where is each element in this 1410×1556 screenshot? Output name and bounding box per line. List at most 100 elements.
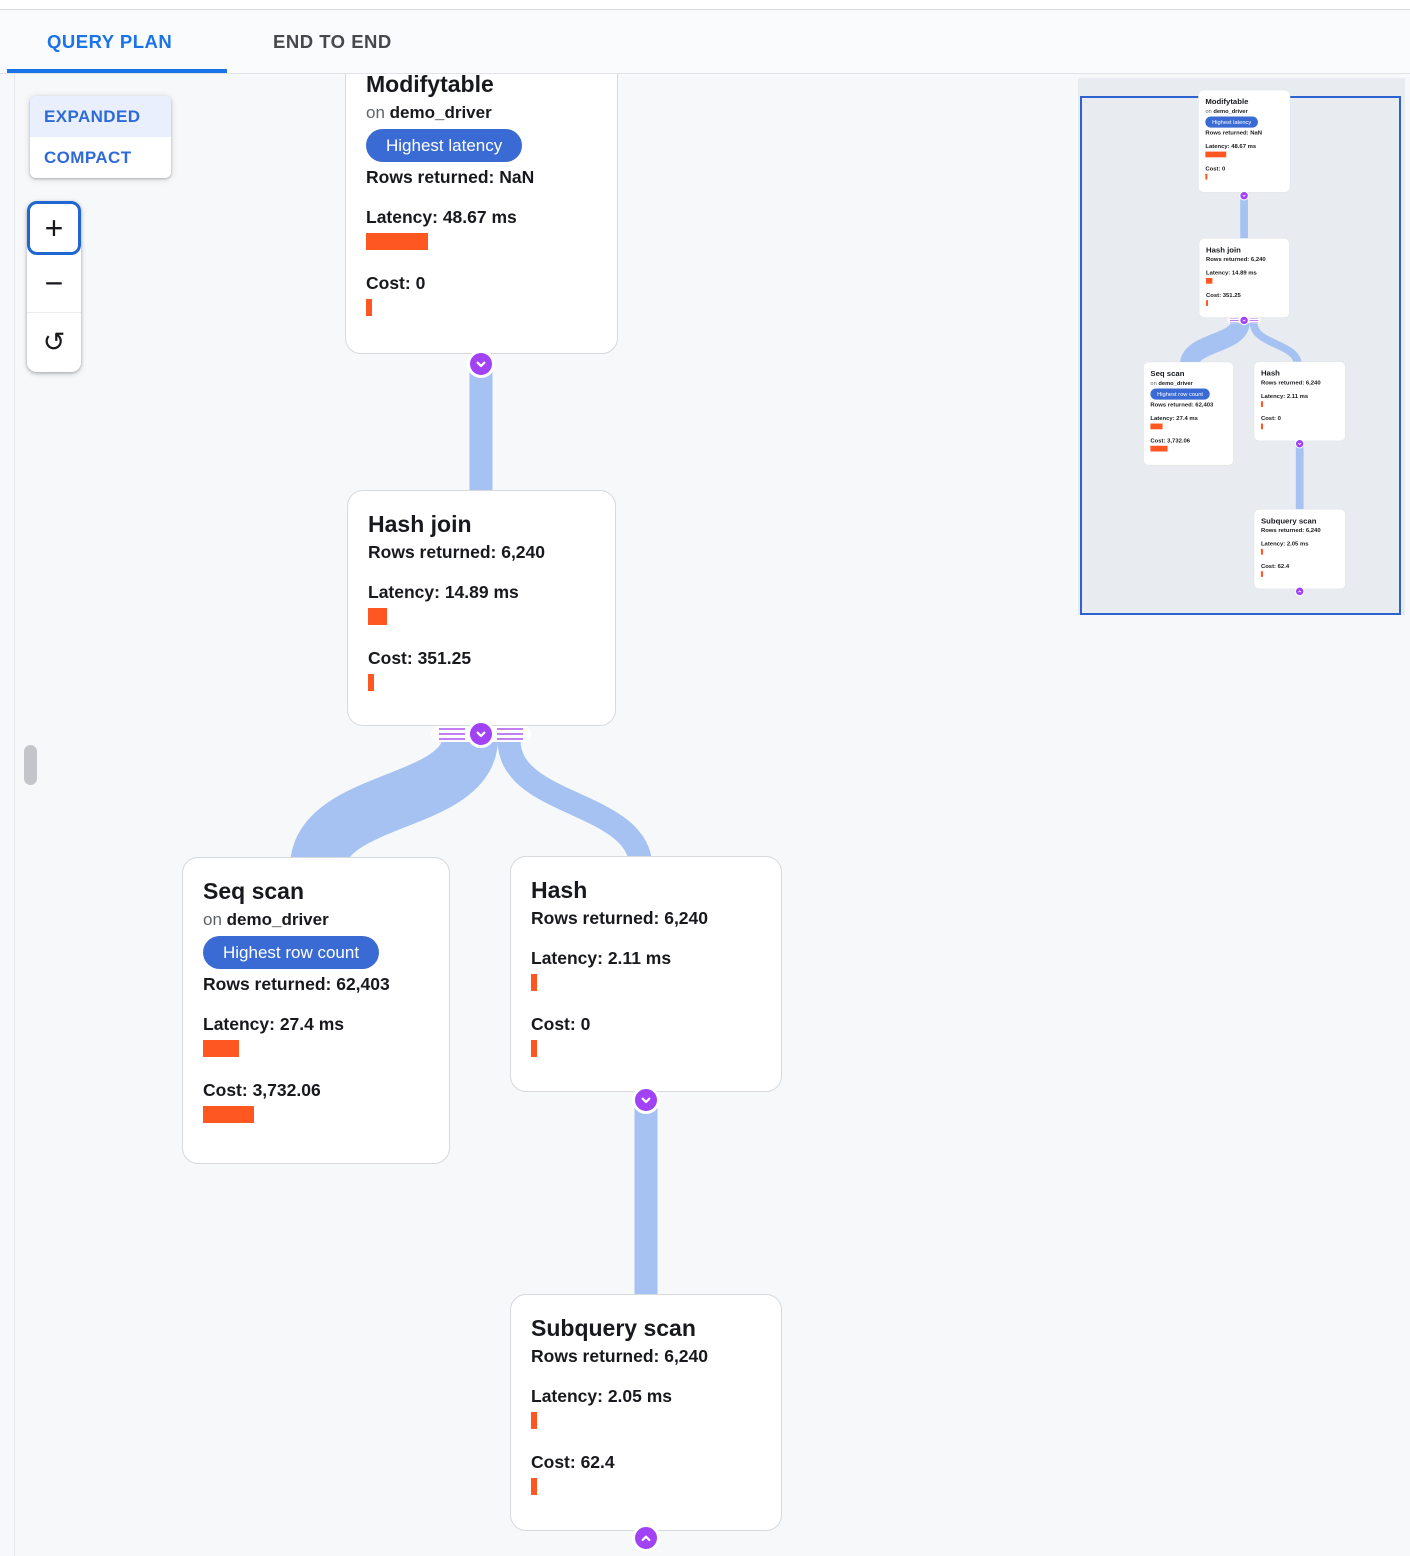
- layout-toggle: EXPANDED COMPACT: [30, 96, 171, 178]
- cost: Cost: 62.4: [1260, 562, 1290, 570]
- highest-row-count-badge: Highest row count: [203, 936, 380, 969]
- left-panel-divider: [14, 74, 15, 1556]
- cost: Cost: 351.25: [368, 648, 472, 668]
- rows-returned: Rows returned: 6,240: [1260, 379, 1321, 386]
- plan-node-hash[interactable]: Hash Rows returned: 6,240 Latency: 2.11 …: [510, 856, 782, 1092]
- layout-option-compact[interactable]: COMPACT: [44, 147, 132, 167]
- cost-bar: [1205, 173, 1208, 180]
- latency: Latency: 2.05 ms: [531, 1386, 673, 1406]
- collapse-chevron-down-icon[interactable]: [632, 1086, 660, 1114]
- edge-hashjoin-seqscan: [290, 734, 498, 872]
- tab-bar: QUERY PLAN END TO END: [0, 10, 1410, 74]
- rows-returned: Rows returned: 62,403: [203, 974, 390, 994]
- plan-node-modifytable[interactable]: Modifytable on demo_driver Highest laten…: [345, 74, 618, 354]
- tab-end-to-end[interactable]: END TO END: [273, 30, 392, 52]
- zoom-out-button[interactable]: −: [27, 255, 81, 312]
- node-table: on demo_driver: [1205, 107, 1248, 115]
- node-title: Subquery scan: [531, 1315, 696, 1341]
- plan-node-hash-join[interactable]: Hash join Rows returned: 6,240 Latency: …: [1198, 238, 1290, 318]
- node-title: Seq scan: [203, 878, 304, 904]
- collapse-chevron-down-icon[interactable]: [1239, 191, 1249, 201]
- node-title: Seq scan: [1150, 368, 1185, 378]
- latency: Latency: 14.89 ms: [368, 582, 519, 602]
- cost-bar: [1206, 300, 1209, 306]
- cost-bar: [1150, 445, 1168, 452]
- node-title: Hash join: [1206, 245, 1241, 255]
- cost-bar: [1260, 571, 1263, 577]
- collapse-chevron-down-icon[interactable]: [1294, 439, 1305, 449]
- rows-returned: Rows returned: 6,240: [531, 1346, 708, 1366]
- node-table: on demo_driver: [366, 103, 492, 122]
- node-title: Hash: [531, 877, 588, 903]
- cost: Cost: 0: [531, 1014, 591, 1034]
- tab-query-plan[interactable]: QUERY PLAN: [47, 30, 173, 52]
- latency-bar: [1150, 423, 1163, 430]
- zoom-controls: + − ↺: [27, 201, 81, 372]
- collapse-chevron-down-icon[interactable]: [467, 350, 495, 378]
- zoom-in-button[interactable]: +: [27, 201, 81, 255]
- rows-returned: Rows returned: 62,403: [1150, 401, 1214, 409]
- latency-bar: [531, 1412, 537, 1429]
- query-plan-canvas[interactable]: Modifytable on demo_driver Highest laten…: [0, 74, 1410, 1556]
- latency: Latency: 48.67 ms: [1205, 142, 1257, 150]
- highest-latency-badge: Highest latency: [1205, 116, 1258, 128]
- reset-view-button[interactable]: ↺: [27, 312, 81, 372]
- vertical-scrollbar-thumb[interactable]: [24, 745, 37, 785]
- latency: Latency: 2.05 ms: [1260, 540, 1309, 547]
- highest-row-count-badge: Highest row count: [1150, 388, 1210, 400]
- latency-bar: [1205, 151, 1227, 158]
- rows-returned: Rows returned: 6,240: [368, 542, 545, 562]
- rows-returned: Rows returned: NaN: [366, 167, 535, 187]
- cost: Cost: 0: [1205, 165, 1226, 172]
- layout-option-expanded[interactable]: EXPANDED: [30, 96, 171, 137]
- expand-chevron-up-icon[interactable]: [1294, 586, 1305, 597]
- cost: Cost: 351.25: [1206, 291, 1241, 299]
- plan-node-subquery-scan[interactable]: Subquery scan Rows returned: 6,240 Laten…: [1253, 509, 1346, 590]
- collapse-chevron-down-icon[interactable]: [1239, 315, 1249, 326]
- plan-node-hash-join[interactable]: Hash join Rows returned: 6,240 Latency: …: [347, 490, 616, 726]
- highest-latency-badge: Highest latency: [366, 129, 523, 162]
- collapse-chevron-down-icon[interactable]: [467, 720, 495, 748]
- cost: Cost: 0: [1260, 414, 1281, 422]
- rows-returned: Rows returned: 6,240: [1206, 255, 1266, 263]
- cost-bar: [1260, 423, 1263, 430]
- minimap[interactable]: Modifytable on demo_driver Highest laten…: [1078, 78, 1405, 615]
- cost: Cost: 3,732.06: [203, 1080, 321, 1100]
- cost: Cost: 0: [366, 273, 426, 293]
- plan-node-hash[interactable]: Hash Rows returned: 6,240 Latency: 2.11 …: [1253, 361, 1346, 442]
- plan-node-seq-scan[interactable]: Seq scan on demo_driver Highest row coun…: [182, 857, 450, 1164]
- edge-hashjoin-seqscan: [1179, 319, 1250, 368]
- latency: Latency: 48.67 ms: [366, 207, 517, 227]
- node-title: Hash: [1260, 368, 1280, 378]
- rows-returned: Rows returned: 6,240: [1260, 526, 1321, 534]
- cost-bar: [203, 1106, 254, 1123]
- latency-bar: [368, 608, 387, 625]
- cost: Cost: 3,732.06: [1150, 437, 1191, 444]
- minimap-graph-mount: Modifytable on demo_driver Highest laten…: [1082, 89, 1352, 598]
- query-plan-graph: Modifytable on demo_driver Highest laten…: [0, 74, 800, 1556]
- latency: Latency: 14.89 ms: [1206, 269, 1257, 276]
- expand-chevron-up-icon[interactable]: [632, 1524, 660, 1552]
- active-tab-underline: [7, 69, 227, 73]
- node-title: Hash join: [368, 511, 472, 537]
- latency: Latency: 2.11 ms: [1260, 392, 1309, 400]
- latency-bar: [531, 974, 537, 991]
- edge-hashjoin-hash: [1249, 321, 1302, 367]
- latency: Latency: 27.4 ms: [1150, 414, 1198, 422]
- node-title: Subquery scan: [1260, 516, 1317, 525]
- latency-bar: [1206, 277, 1213, 284]
- rows-returned: Rows returned: 6,240: [531, 908, 708, 928]
- rows-returned: Rows returned: NaN: [1205, 129, 1263, 137]
- node-title: Modifytable: [366, 74, 494, 97]
- edge-hashjoin-hash: [497, 738, 653, 870]
- latency-bar: [203, 1040, 239, 1057]
- window-top-divider: [0, 0, 1410, 10]
- plan-node-modifytable[interactable]: Modifytable on demo_driver Highest laten…: [1198, 89, 1291, 193]
- cost-bar: [368, 674, 374, 691]
- cost-bar: [366, 299, 372, 316]
- plan-node-subquery-scan[interactable]: Subquery scan Rows returned: 6,240 Laten…: [510, 1294, 782, 1531]
- cost-bar: [531, 1478, 537, 1495]
- plan-node-seq-scan[interactable]: Seq scan on demo_driver Highest row coun…: [1143, 361, 1234, 466]
- latency-bar: [1260, 548, 1263, 555]
- query-plan-graph: Modifytable on demo_driver Highest laten…: [1082, 89, 1352, 598]
